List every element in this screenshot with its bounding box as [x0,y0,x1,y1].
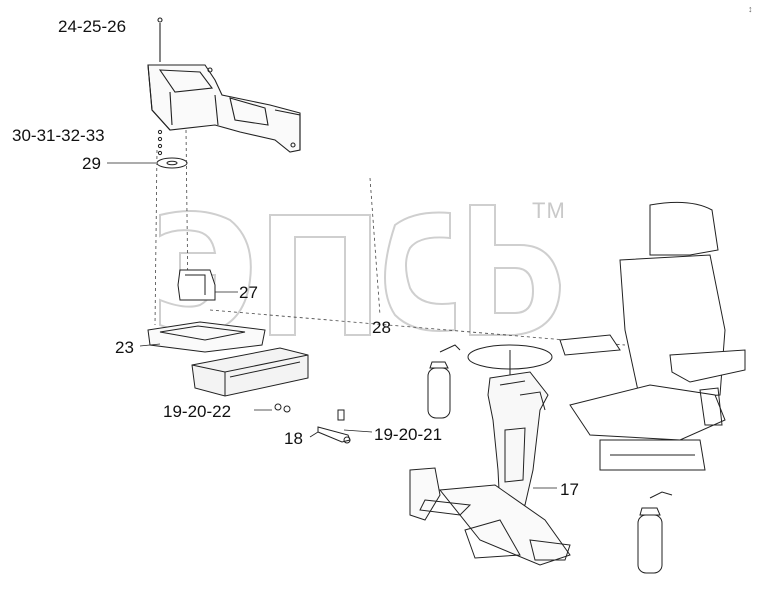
watermark-logo [159,204,562,336]
label-18: 18 [284,429,303,448]
pedal-assembly [409,467,571,566]
battery-box [191,347,309,397]
label-29: 29 [82,154,101,173]
watermark-tm: TM [532,198,566,223]
bracket [177,269,238,301]
fire-extinguisher [427,344,461,419]
base-frame [139,321,266,353]
bolt-set [254,403,373,433]
label-30-31-32-33: 30-31-32-33 [12,126,105,145]
mounting-plate [107,129,188,169]
label-17: 17 [560,480,579,499]
fire-extinguisher-right [637,491,673,574]
console-housing [147,17,301,153]
steering-column [487,371,557,511]
corner-mark: ↕ [748,4,753,14]
label-27: 27 [239,283,258,302]
label-28: 28 [372,318,391,337]
guide-lines [154,129,626,346]
seat [559,201,746,471]
label-23: 23 [115,338,134,357]
label-19-20-21: 19-20-21 [374,425,443,444]
link-rod [309,426,351,444]
steering-wheel [467,344,553,380]
label-24-25-26: 24-25-26 [58,17,127,36]
label-19-20-22: 19-20-22 [163,402,232,421]
